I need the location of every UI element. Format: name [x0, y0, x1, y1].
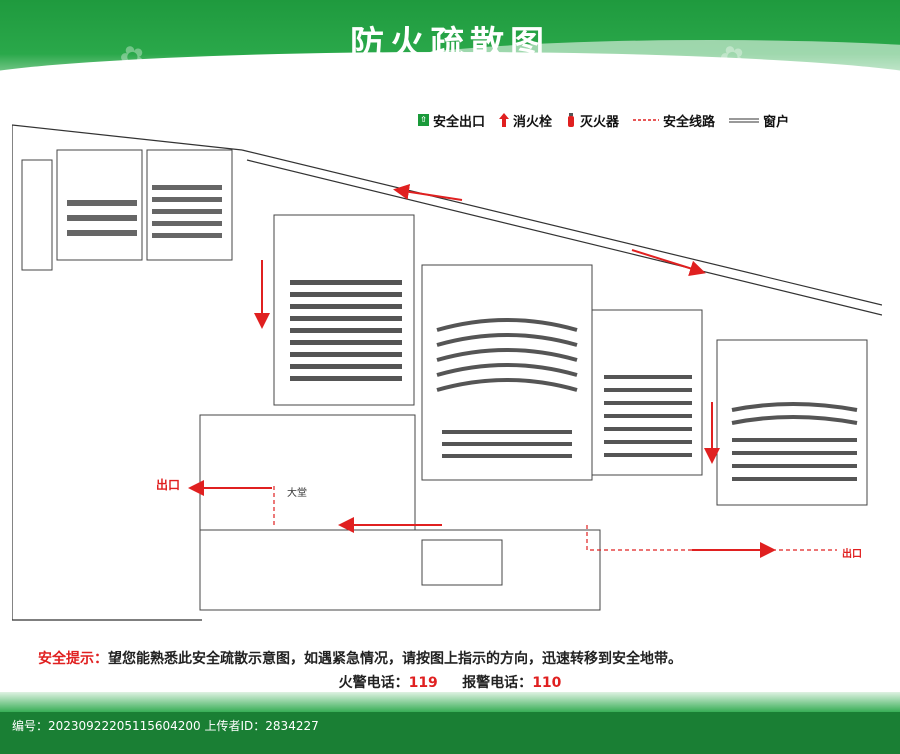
legend-hydrant-label: 消火栓 — [513, 114, 553, 130]
legend-exit-label: 安全出口 — [433, 114, 486, 130]
evacuation-routes — [188, 183, 837, 558]
footer-banner — [0, 692, 900, 754]
extinguisher-icon — [568, 113, 575, 127]
hall-3 — [591, 309, 703, 476]
hall-4 — [716, 339, 868, 506]
lobby-walls — [199, 414, 601, 611]
legend-window: 窗户 — [729, 111, 789, 130]
legend-route-label: 安全线路 — [663, 114, 716, 130]
legend-hydrant: 消火栓 — [499, 111, 552, 130]
safety-tip-text: 望您能熟悉此安全疏散示意图，如遇紧急情况，请按图上指示的方向，迅速转移到安全地带… — [108, 651, 682, 667]
footer-id: 编号：20230922205115604200 上传者ID：2834227 — [12, 719, 319, 733]
page-title: 防火疏散图 — [350, 24, 550, 64]
header-banner: ✿ ✿ — [0, 0, 900, 98]
fire-phone-number: 119 — [408, 675, 438, 691]
legend-extinguisher-label: 灭火器 — [580, 114, 620, 130]
legend-route: 安全线路 — [633, 111, 715, 130]
window-line-icon — [729, 118, 760, 123]
exit-sign-icon: ⇧ — [418, 114, 429, 126]
fire-phone-label: 火警电话： — [338, 675, 409, 691]
outer-walls — [12, 124, 882, 621]
hydrant-icon — [499, 113, 510, 127]
dashed-line-icon — [633, 119, 660, 121]
legend-extinguisher: 灭火器 — [566, 111, 619, 130]
exit-label-left: 出口 — [156, 478, 181, 492]
hall-1 — [273, 214, 415, 406]
header-wave — [0, 52, 900, 98]
footer-band — [0, 712, 900, 754]
safety-tip: 安全提示：望您能熟悉此安全疏散示意图，如遇紧急情况，请按图上指示的方向，迅速转移… — [38, 648, 868, 668]
floor-plan — [12, 124, 882, 621]
police-phone-number: 110 — [532, 675, 562, 691]
lobby-label: 大堂 — [287, 488, 307, 499]
hall-2 — [421, 264, 593, 481]
vip-seats — [67, 185, 222, 238]
emergency-phones: 火警电话：119 报警电话：110 — [0, 672, 900, 692]
police-phone-label: 报警电话： — [462, 675, 533, 691]
legend-exit: ⇧ 安全出口 — [418, 111, 485, 130]
safety-tip-label: 安全提示： — [38, 651, 108, 667]
legend: ⇧ 安全出口 消火栓 灭火器 安全线路 窗户 — [418, 110, 789, 130]
legend-window-label: 窗户 — [763, 114, 790, 130]
exit-label-right: 出口 — [842, 549, 862, 560]
